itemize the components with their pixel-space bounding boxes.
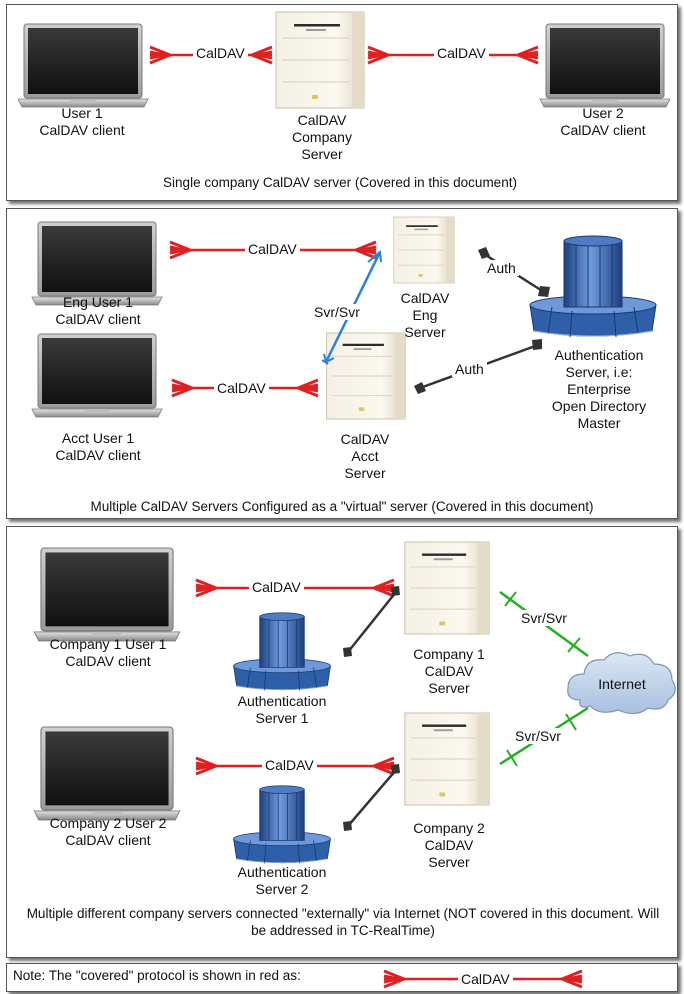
acct-user-label: Acct User 1 CalDAV client bbox=[42, 430, 154, 464]
eng-server-line1: CalDAV bbox=[400, 290, 450, 306]
internet-label: Internet bbox=[598, 676, 646, 692]
eng-server-label: CalDAV Eng Server bbox=[388, 290, 462, 341]
user1-client: CalDAV client bbox=[39, 122, 125, 138]
acct-server-label: CalDAV Acct Server bbox=[328, 431, 402, 482]
svr-svr-label-external-2: Svr/Svr bbox=[512, 728, 564, 744]
panel3-caption: Multiple different company servers conne… bbox=[26, 906, 660, 938]
auth-server-line5: Master bbox=[577, 415, 621, 431]
internet-cloud-icon bbox=[567, 652, 676, 715]
auth-server1-line2: Server 1 bbox=[255, 710, 309, 726]
eng-user-label: Eng User 1 CalDAV client bbox=[42, 294, 154, 328]
panel2-caption: Multiple CalDAV Servers Configured as a … bbox=[90, 499, 594, 514]
user2-client: CalDAV client bbox=[560, 122, 646, 138]
legend-note: Note: The "covered" protocol is shown in… bbox=[13, 968, 301, 983]
auth-server1-label: Authentication Server 1 bbox=[222, 693, 342, 727]
company2-server-icon bbox=[404, 712, 490, 806]
auth-server-icon bbox=[529, 235, 657, 338]
eng-user-name: Eng User 1 bbox=[62, 294, 134, 310]
company1-user-name: Company 1 User 1 bbox=[49, 636, 167, 652]
company1-server-line3: Server bbox=[428, 680, 470, 696]
company1-user-client: CalDAV client bbox=[65, 653, 151, 669]
company1-server-line2: CalDAV bbox=[424, 663, 474, 679]
user2-laptop-icon bbox=[539, 23, 671, 108]
caldav-label-company1: CalDAV bbox=[249, 579, 304, 595]
eng-server-icon bbox=[393, 216, 455, 284]
auth-label-acct: Auth bbox=[452, 361, 487, 377]
company2-server-line1: Company 2 bbox=[413, 820, 485, 836]
user2-label: User 2 CalDAV client bbox=[548, 105, 658, 139]
auth-server1-line1: Authentication bbox=[237, 693, 327, 709]
caldav-label-eng: CalDAV bbox=[245, 241, 300, 257]
acct-user-name: Acct User 1 bbox=[61, 430, 135, 446]
legend-caldav-label: CalDAV bbox=[458, 971, 513, 987]
auth-server2-label: Authentication Server 2 bbox=[222, 864, 342, 898]
company1-user-laptop-icon bbox=[33, 547, 181, 642]
auth-server2-line1: Authentication bbox=[237, 864, 327, 880]
acct-user-client: CalDAV client bbox=[55, 447, 141, 463]
user2-name: User 2 bbox=[582, 105, 624, 121]
company1-user-label: Company 1 User 1 CalDAV client bbox=[34, 636, 182, 670]
user1-laptop-icon bbox=[17, 23, 149, 108]
caldav-label-user1: CalDAV bbox=[193, 45, 248, 61]
auth-server-line4: Open Directory bbox=[551, 398, 647, 414]
company-server-line1: CalDAV bbox=[297, 112, 347, 128]
user1-label: User 1 CalDAV client bbox=[27, 105, 137, 139]
acct-user-laptop-icon bbox=[31, 333, 163, 418]
company1-server-label: Company 1 CalDAV Server bbox=[404, 646, 494, 697]
company-server-line3: Server bbox=[301, 146, 343, 162]
panel1-caption: Single company CalDAV server (Covered in… bbox=[163, 175, 517, 190]
company1-server-icon bbox=[404, 541, 490, 635]
company1-server-line1: Company 1 bbox=[413, 646, 485, 662]
company2-server-line3: Server bbox=[428, 854, 470, 870]
acct-server-line3: Server bbox=[344, 465, 386, 481]
auth-server2-icon bbox=[233, 785, 331, 864]
company-server-label: CalDAV Company Server bbox=[280, 112, 364, 163]
company2-server-label: Company 2 CalDAV Server bbox=[404, 820, 494, 871]
eng-user-laptop-icon bbox=[31, 221, 163, 306]
auth-link-company2 bbox=[343, 764, 400, 831]
svr-svr-label-external-1: Svr/Svr bbox=[518, 610, 570, 626]
auth-server2-line2: Server 2 bbox=[255, 881, 309, 897]
acct-server-line2: Acct bbox=[351, 448, 379, 464]
auth-label-eng: Auth bbox=[484, 260, 519, 276]
company-server-icon bbox=[275, 11, 365, 109]
company2-server-line2: CalDAV bbox=[424, 837, 474, 853]
svr-svr-label-internal: Svr/Svr bbox=[311, 304, 363, 320]
company2-user-name: Company 2 User 2 bbox=[49, 815, 167, 831]
company2-user-client: CalDAV client bbox=[65, 832, 151, 848]
user1-name: User 1 bbox=[61, 105, 103, 121]
auth-server-line2: Server, i.e: bbox=[565, 364, 633, 380]
acct-server-line1: CalDAV bbox=[340, 431, 390, 447]
caldav-label-user2: CalDAV bbox=[434, 45, 489, 61]
company-server-line2: Company bbox=[292, 129, 352, 145]
auth-link-company1 bbox=[343, 586, 400, 657]
caldav-label-acct: CalDAV bbox=[214, 380, 269, 396]
auth-server-line1: Authentication bbox=[554, 347, 644, 363]
company2-user-label: Company 2 User 2 CalDAV client bbox=[34, 815, 182, 849]
eng-user-client: CalDAV client bbox=[55, 311, 141, 327]
auth-server1-icon bbox=[233, 612, 331, 691]
eng-server-line3: Server bbox=[404, 324, 446, 340]
auth-server-line3: Enterprise bbox=[567, 381, 631, 397]
caldav-label-company2: CalDAV bbox=[262, 757, 317, 773]
eng-server-line2: Eng bbox=[412, 307, 438, 323]
company2-user-laptop-icon bbox=[33, 726, 181, 821]
acct-server-icon bbox=[326, 332, 406, 420]
auth-server-label: Authentication Server, i.e: Enterprise O… bbox=[540, 347, 658, 432]
